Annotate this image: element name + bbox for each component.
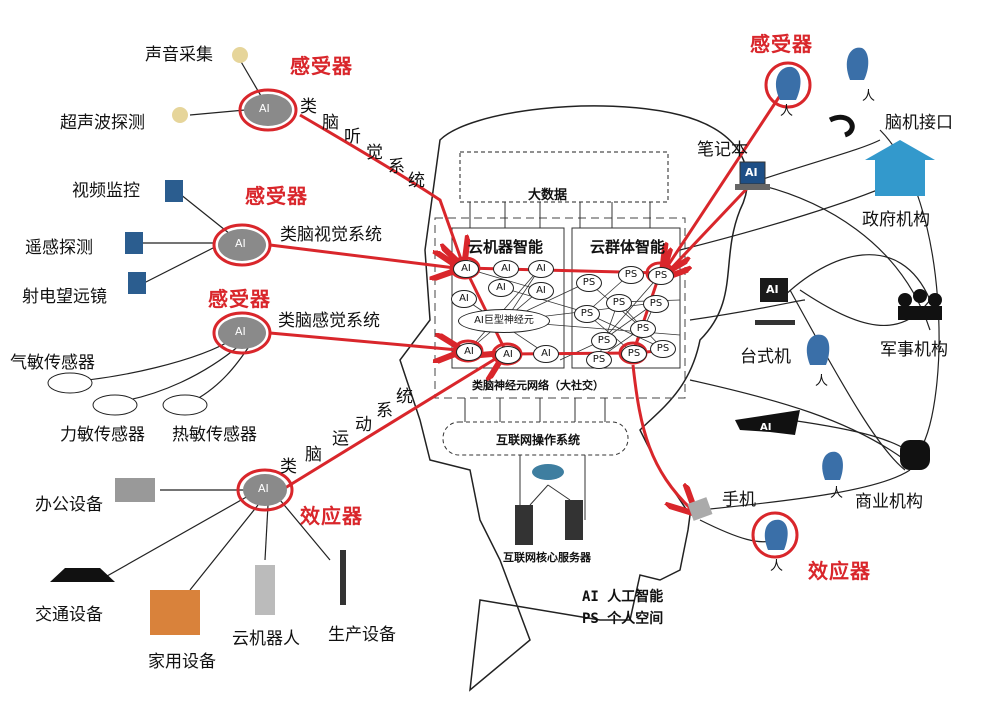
- ps-node: PS: [591, 332, 617, 350]
- legend-ai: AI 人工智能: [582, 589, 664, 605]
- ps-node: PS: [618, 266, 644, 284]
- label-business: 商业机构: [855, 492, 923, 512]
- visual-system-label: 类脑视觉系统: [280, 225, 382, 245]
- ps-node: PS: [630, 320, 656, 338]
- ai-node: AI: [451, 290, 477, 308]
- network-label: 类脑神经元网络（大社交）: [472, 379, 604, 392]
- auditory-char: 觉: [366, 143, 383, 163]
- label-office: 办公设备: [35, 495, 103, 515]
- ps-node: PS: [648, 267, 674, 285]
- motor-char: 运: [332, 429, 349, 449]
- label-force-sensor: 力敏传感器: [60, 425, 145, 445]
- servers-label: 互联网核心服务器: [503, 551, 591, 564]
- sensory-system-label: 类脑感觉系统: [278, 311, 380, 331]
- ai-node: AI: [453, 260, 479, 278]
- label-cloud-robot: 云机器人: [232, 629, 300, 649]
- ai-node: AI: [528, 260, 554, 278]
- label-military: 军事机构: [880, 340, 948, 360]
- motor-char: 系: [376, 401, 393, 421]
- hub-ai: AI: [235, 325, 246, 338]
- ai-node: AI: [456, 343, 482, 361]
- desktop-screen-ai: AI: [766, 283, 779, 296]
- ps-node: PS: [586, 351, 612, 369]
- os-label: 互联网操作系统: [496, 433, 581, 447]
- auditory-char: 听: [344, 127, 361, 147]
- label-heat-sensor: 热敏传感器: [172, 425, 257, 445]
- ps-node: PS: [650, 340, 676, 358]
- ai-node: AI: [488, 279, 514, 297]
- label-video-monitor: 视频监控: [72, 181, 140, 201]
- motor-char: 动: [355, 415, 372, 435]
- motor-char: 类: [280, 457, 297, 477]
- legend: AI 人工智能 PS 个人空间: [582, 586, 663, 630]
- laptop-screen-ai: AI: [745, 166, 758, 179]
- label-desktop: 台式机: [740, 347, 791, 367]
- legend-ps: PS 个人空间: [582, 611, 664, 627]
- label-phone: 手机: [722, 490, 756, 510]
- person-label: 人: [770, 559, 784, 574]
- receptor-label-right: 感受器: [750, 32, 813, 56]
- motor-char: 统: [396, 387, 413, 407]
- ai-node: AI: [533, 345, 559, 363]
- label-sound-capture: 声音采集: [145, 45, 213, 65]
- label-transport: 交通设备: [35, 605, 103, 625]
- cloud-machine-title: 云机器智能: [468, 238, 544, 256]
- label-gas-sensor: 气敏传感器: [10, 353, 95, 373]
- effector-label-right: 效应器: [808, 559, 871, 583]
- label-radio-telescope: 射电望远镜: [22, 287, 107, 307]
- ps-node: PS: [606, 294, 632, 312]
- ps-node: PS: [574, 305, 600, 323]
- receptor-label: 感受器: [290, 54, 353, 78]
- label-household: 家用设备: [148, 652, 216, 672]
- person-label: 人: [815, 374, 829, 389]
- ai-node: AI: [528, 282, 554, 300]
- person-label: 人: [862, 89, 876, 104]
- person-label: 人: [780, 104, 794, 119]
- label-remote-sensing: 遥感探测: [25, 238, 93, 258]
- motor-char: 脑: [305, 445, 322, 465]
- person-label: 人: [830, 486, 844, 501]
- ai-node: AI: [493, 260, 519, 278]
- label-ultrasonic: 超声波探测: [60, 113, 145, 133]
- hub-ai: AI: [258, 482, 269, 495]
- cloud-group-title: 云群体智能: [590, 238, 666, 256]
- ai-node: AI: [495, 346, 521, 364]
- head-outline: [399, 105, 749, 692]
- label-laptop: 笔记本: [697, 140, 748, 160]
- label-production: 生产设备: [328, 625, 396, 645]
- effector-label: 效应器: [300, 504, 363, 528]
- label-government: 政府机构: [862, 210, 930, 230]
- auditory-char: 脑: [322, 113, 339, 133]
- auditory-char: 系: [388, 157, 405, 177]
- ps-node: PS: [576, 274, 602, 292]
- receptor-label: 感受器: [245, 184, 308, 208]
- label-bci: 脑机接口: [885, 113, 953, 133]
- receptor-label: 感受器: [208, 287, 271, 311]
- giant-neuron: AI巨型神经元: [458, 309, 550, 333]
- hub-ai: AI: [235, 237, 246, 250]
- hub-ai: AI: [259, 102, 270, 115]
- big-data-label: 大数据: [528, 188, 568, 203]
- ps-node: PS: [643, 295, 669, 313]
- auditory-char: 统: [408, 171, 425, 191]
- auditory-char: 类: [300, 97, 317, 117]
- ps-node: PS: [621, 345, 647, 363]
- glasses-ai: AI: [760, 422, 772, 433]
